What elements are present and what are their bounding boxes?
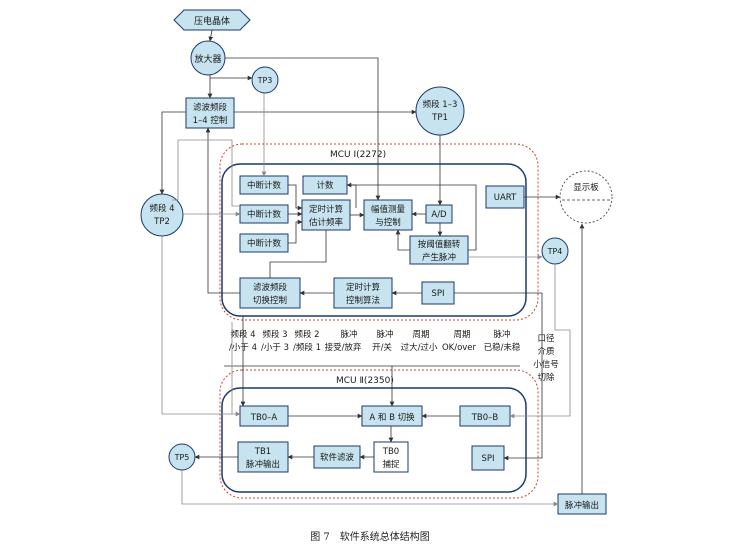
signal-4-line-2: 接受/放弃 — [325, 342, 362, 353]
mcu1-frame — [221, 163, 527, 317]
piezo-crystal-node — [173, 9, 251, 31]
threshold-pulse-label-1: 按阈值翻转 — [418, 239, 461, 250]
timer-freq-estimate-label-1: 定时计算 — [309, 204, 344, 215]
band13-label: 频段 1–3 — [423, 99, 458, 110]
signal-3-line-2: /频段 1 — [293, 342, 321, 353]
inter-mcu-signal-labels: 频段 4 /小于 4 频段 3 /小于 3 频段 2 /频段 1 脉冲 接受/放… — [229, 329, 521, 353]
control-algorithm-label-1: 定时计算 — [346, 282, 381, 293]
threshold-pulse-label-2: 产生脉冲 — [422, 252, 456, 263]
display-board-node — [559, 170, 613, 224]
side-note-3: 小信号 — [533, 359, 559, 370]
ab-switch-label: A 和 B 切换 — [369, 412, 415, 423]
tb1-label-2: 脉冲输出 — [246, 459, 280, 470]
tb1-label-1: TB1 — [254, 447, 271, 457]
amplitude-measure-label-1: 幅值测量 — [371, 204, 406, 215]
side-note-2: 介质 — [537, 346, 555, 357]
tb0-capture-label-1: TB0 — [382, 447, 399, 457]
uart-label: UART — [494, 193, 517, 203]
filter-band-control-label-1: 滤波频段 — [193, 102, 228, 113]
ad-label: A/D — [431, 210, 447, 220]
side-note-1: 口径 — [537, 333, 555, 344]
figure-caption: 图 7 软件系统总体结构图 — [310, 532, 430, 543]
signal-2-line-1: 频段 3 — [262, 329, 287, 340]
signal-5-line-2: 开/关 — [372, 342, 392, 353]
tp4-label: TP4 — [547, 247, 563, 256]
tb0a-label: TB0–A — [250, 413, 278, 423]
connectors — [159, 29, 585, 507]
filter-band-switch-label-2: 切换控制 — [253, 295, 287, 306]
mcu1-dashed-region — [219, 143, 539, 321]
signal-6-line-1: 周期 — [412, 330, 429, 340]
signal-7-line-2: OK/over — [442, 343, 477, 353]
band13-tp1-node — [415, 86, 465, 136]
side-note: 口径 介质 小信号 切除 — [533, 333, 559, 383]
filter-band-switch-label-1: 滤波频段 — [253, 282, 288, 293]
tb0-capture-label-2: 捕捉 — [382, 459, 400, 470]
tp5-label: TP5 — [174, 453, 190, 462]
tp1-label: TP1 — [431, 113, 448, 123]
control-algorithm-label-2: 控制算法 — [346, 295, 380, 306]
signal-5-line-1: 脉冲 — [376, 329, 393, 340]
piezo-label: 压电晶体 — [194, 15, 230, 27]
filter-band-control-box — [185, 97, 235, 129]
tb0-capture-box — [373, 441, 409, 473]
timer-freq-estimate-label-2: 估计频率 — [309, 217, 344, 228]
mcu2-frame — [221, 387, 527, 493]
software-filter-label: 软件滤波 — [320, 452, 355, 463]
mcu1-title: MCU Ⅰ(2272) — [330, 150, 386, 160]
signal-2-line-2: /小于 3 — [261, 342, 289, 353]
interrupt-count-1-label: 中断计数 — [247, 180, 282, 191]
mcu2-dashed-region — [219, 369, 539, 499]
mcu2-spi-box — [471, 445, 505, 471]
signal-8-line-2: 已稳/未稳 — [484, 342, 521, 353]
filter-band-control-label-2: 1–4 控制 — [193, 115, 228, 126]
mcu2-spi-label: SPI — [481, 454, 494, 464]
signal-3-line-1: 频段 2 — [294, 329, 319, 340]
interrupt-count-3-label: 中断计数 — [247, 238, 282, 249]
mcu2-title: MCU Ⅱ(2350) — [336, 376, 394, 386]
band4-label: 频段 4 — [149, 203, 174, 214]
count-label: 计数 — [316, 180, 334, 191]
signal-6-line-2: 过大/过小 — [401, 342, 438, 353]
signal-8-line-1: 脉冲 — [493, 329, 510, 340]
amplifier-label: 放大器 — [194, 53, 221, 65]
tp3-label: TP3 — [257, 76, 273, 85]
display-board-label: 显示板 — [573, 182, 599, 193]
control-algorithm-box — [333, 277, 393, 309]
filter-band-switch-box — [239, 277, 301, 309]
tp2-label: TP2 — [153, 217, 170, 227]
amplitude-measure-label-2: 与控制 — [375, 217, 401, 228]
mcu1-spi-label: SPI — [431, 289, 444, 299]
side-note-4: 切除 — [537, 372, 555, 383]
pulse-output-label: 脉冲输出 — [565, 500, 599, 511]
signal-4-line-1: 脉冲 — [340, 329, 357, 340]
interrupt-count-2-label: 中断计数 — [247, 209, 282, 220]
signal-7-line-1: 周期 — [453, 330, 470, 340]
tb0b-label: TB0–B — [471, 413, 499, 423]
